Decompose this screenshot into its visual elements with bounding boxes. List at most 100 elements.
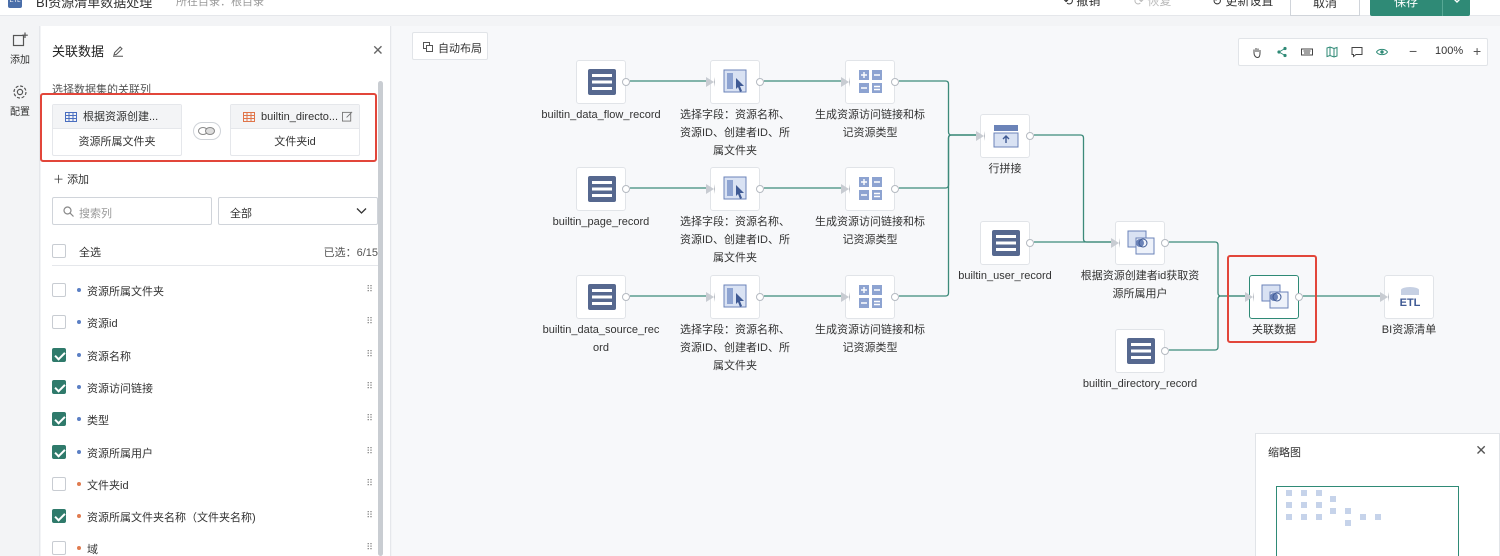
column-checkbox[interactable] <box>52 509 66 524</box>
add-join-button[interactable]: ＋ 添加 <box>53 174 90 186</box>
input-port[interactable] <box>706 292 715 302</box>
map-icon[interactable] <box>1326 46 1338 58</box>
edit-icon[interactable] <box>342 111 353 122</box>
output-port[interactable] <box>1161 239 1169 247</box>
flow-node-s2[interactable] <box>706 167 764 211</box>
flow-node-user[interactable] <box>980 221 1034 265</box>
output-port[interactable] <box>1026 239 1034 247</box>
flow-node-s3[interactable] <box>706 275 764 319</box>
save-button[interactable]: 保存 <box>1370 0 1470 16</box>
eye-icon[interactable] <box>1376 46 1388 58</box>
input-port[interactable] <box>1111 238 1120 248</box>
input-port[interactable] <box>841 77 850 87</box>
input-port[interactable] <box>1380 292 1389 302</box>
flow-node-c3[interactable] <box>841 275 899 319</box>
minimap-viewport[interactable] <box>1276 486 1459 556</box>
drag-handle-icon[interactable]: ⠿ <box>366 510 373 521</box>
left-join-field[interactable]: 资源所属文件夹 <box>78 136 156 148</box>
flow-edge[interactable] <box>1169 295 1247 351</box>
select-all-row[interactable]: 全选 已选：6/15 <box>52 240 378 266</box>
input-port[interactable] <box>976 131 985 141</box>
flow-edge[interactable] <box>1034 134 1113 243</box>
drag-handle-icon[interactable]: ⠿ <box>366 284 373 294</box>
column-checkbox[interactable] <box>52 412 66 427</box>
drag-handle-icon[interactable]: ⠿ <box>366 380 373 391</box>
close-icon[interactable]: ✕ <box>1475 442 1487 458</box>
drag-handle-icon[interactable]: ⠿ <box>366 413 373 424</box>
edit-icon[interactable] <box>112 45 124 57</box>
output-port[interactable] <box>1161 347 1169 355</box>
output-port[interactable] <box>622 185 630 193</box>
column-search-input[interactable]: 搜索列 <box>52 197 212 225</box>
drag-handle-icon[interactable]: ⠿ <box>366 316 373 327</box>
drag-handle-icon[interactable]: ⠿ <box>366 445 373 456</box>
input-port[interactable] <box>841 184 850 194</box>
rail-config[interactable]: 配置 <box>0 84 40 118</box>
column-row[interactable]: 资源所属文件夹⠿ <box>52 275 378 307</box>
column-checkbox[interactable] <box>52 283 66 297</box>
left-dataset-card[interactable]: 根据资源创建... 资源所属文件夹 <box>52 104 182 156</box>
auto-layout-button[interactable]: 自动布局 <box>412 32 488 60</box>
column-checkbox[interactable] <box>52 444 66 459</box>
flow-edge[interactable] <box>899 134 978 297</box>
close-icon[interactable]: ✕ <box>372 42 384 58</box>
output-port[interactable] <box>891 185 899 193</box>
column-row[interactable]: 类型⠿ <box>52 404 378 436</box>
column-row[interactable]: 资源id⠿ <box>52 307 378 339</box>
undo-button[interactable]: ⟲ 撤销 <box>1063 0 1100 9</box>
flow-node-n3[interactable] <box>576 275 630 319</box>
column-row[interactable]: 资源所属用户⠿ <box>52 437 378 469</box>
column-row[interactable]: 域⠿ <box>52 533 378 556</box>
output-port[interactable] <box>622 78 630 86</box>
flow-node-dir[interactable] <box>1115 329 1169 373</box>
flow-node-lookup[interactable] <box>1111 221 1169 265</box>
column-checkbox[interactable] <box>52 347 66 362</box>
flow-node-s1[interactable] <box>706 60 764 104</box>
column-checkbox[interactable] <box>52 379 66 394</box>
flow-node-join[interactable] <box>1245 275 1303 319</box>
flow-node-n2[interactable] <box>576 167 630 211</box>
column-row[interactable]: 资源所属文件夹名称（文件夹名称)⠿ <box>52 501 378 533</box>
output-port[interactable] <box>622 293 630 301</box>
output-port[interactable] <box>756 293 764 301</box>
flow-node-c1[interactable] <box>841 60 899 104</box>
input-port[interactable] <box>841 292 850 302</box>
right-dataset-card[interactable]: builtin_directo... 文件夹id <box>230 104 360 156</box>
zoom-in-button[interactable]: + <box>1473 43 1482 59</box>
save-dropdown-button[interactable] <box>1442 0 1470 16</box>
drag-handle-icon[interactable]: ⠿ <box>366 348 373 359</box>
output-port[interactable] <box>1295 293 1303 301</box>
column-row[interactable]: 资源访问链接⠿ <box>52 372 378 404</box>
select-all-checkbox[interactable] <box>52 244 66 258</box>
rail-add[interactable]: 添加 <box>0 32 40 66</box>
input-port[interactable] <box>1245 292 1254 302</box>
output-port[interactable] <box>891 293 899 301</box>
cancel-button[interactable]: 取消 <box>1290 0 1360 16</box>
hand-icon[interactable] <box>1251 46 1263 58</box>
flow-node-union[interactable] <box>976 114 1034 158</box>
output-port[interactable] <box>756 185 764 193</box>
output-port[interactable] <box>756 78 764 86</box>
column-checkbox[interactable] <box>52 541 66 556</box>
join-type-toggle[interactable] <box>193 122 221 140</box>
update-settings-button[interactable]: ↻ 更新设置 <box>1212 0 1273 9</box>
keyboard-icon[interactable] <box>1301 46 1313 58</box>
flow-node-c2[interactable] <box>841 167 899 211</box>
output-port[interactable] <box>891 78 899 86</box>
column-checkbox[interactable] <box>52 476 66 491</box>
comment-icon[interactable] <box>1351 46 1363 58</box>
redo-button[interactable]: ⟳ 恢复 <box>1134 0 1171 9</box>
column-row[interactable]: 资源名称⠿ <box>52 340 378 372</box>
output-port[interactable] <box>1026 132 1034 140</box>
zoom-out-button[interactable]: − <box>1409 43 1418 59</box>
share-icon[interactable] <box>1276 46 1288 58</box>
column-filter-select[interactable]: 全部 <box>218 197 378 225</box>
input-port[interactable] <box>706 184 715 194</box>
flow-node-out[interactable]: ETL <box>1380 275 1434 319</box>
right-join-field[interactable]: 文件夹id <box>274 136 316 148</box>
drag-handle-icon[interactable]: ⠿ <box>366 477 373 488</box>
panel-scrollbar[interactable] <box>378 81 383 556</box>
input-port[interactable] <box>706 77 715 87</box>
flow-node-n1[interactable] <box>576 60 630 104</box>
